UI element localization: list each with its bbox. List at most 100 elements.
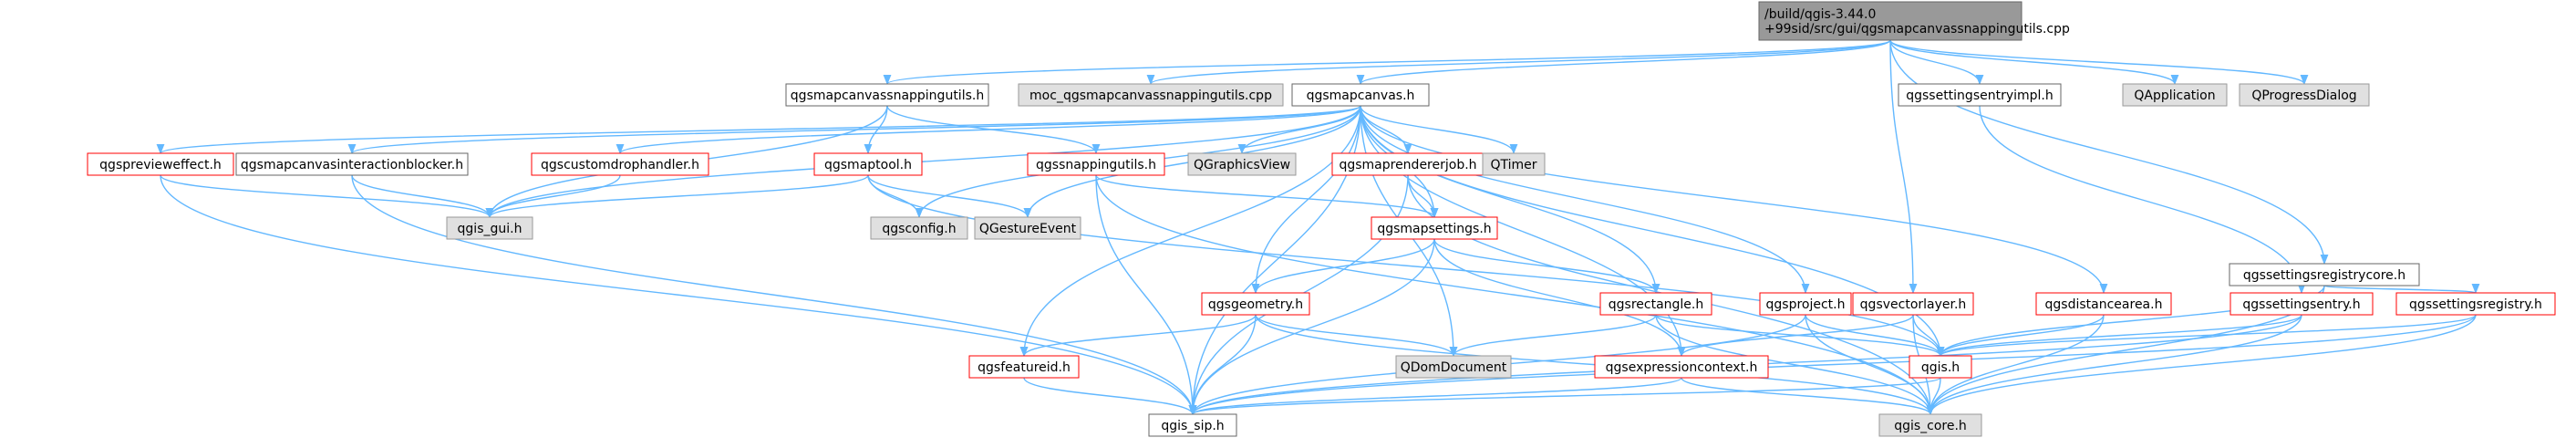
edge-snappingutils2_h-to-qgis_core_h xyxy=(1095,174,1935,416)
node-label: qgscustomdrophandler.h xyxy=(541,158,699,172)
node-project-h[interactable]: qgsproject.h xyxy=(1759,292,1852,316)
edge-root-to-settingsentryimpl_h xyxy=(1889,39,1984,86)
edge-geometry_h-to-featureid_h xyxy=(1019,314,1257,358)
edge-root-to-mapcanvas_h xyxy=(1356,39,1891,86)
node-label: qgis.h xyxy=(1921,360,1960,375)
node-mapsettings-h[interactable]: qgsmapsettings.h xyxy=(1371,216,1498,240)
node-previeweffect-h[interactable]: qgspreviewеffect.h xyxy=(87,152,234,176)
node-box xyxy=(2239,83,2370,107)
node-box xyxy=(1594,355,1769,379)
edge-geometry_h-to-qgis_sip_h xyxy=(1188,314,1257,416)
edge-mapsettings_h-to-expressioncontext_h xyxy=(1433,238,1686,358)
edge-customdrophandler_h-to-qgis_gui_h xyxy=(485,174,621,219)
edges-layer xyxy=(157,39,2480,416)
node-settingsentry-h[interactable]: qgssettingsentry.h xyxy=(2229,292,2374,316)
edge-mapsettings_h-to-geometry_h xyxy=(1251,238,1435,295)
edge-mapcanvas_h-to-qtimer xyxy=(1360,105,1518,155)
edge-rectangle_h-to-qdomdocument xyxy=(1449,314,1657,358)
node-box xyxy=(1759,292,1852,316)
node-box xyxy=(1187,152,1297,176)
edge-maptool_h-to-qgestureevent xyxy=(867,174,1032,219)
node-box xyxy=(235,152,469,176)
node-label: qgsexpressioncontext.h xyxy=(1606,360,1758,375)
node-label: +99sid/src/gui/qgsmapcanvassnappingutils… xyxy=(1764,22,2070,36)
node-expressioncontext-h[interactable]: qgsexpressioncontext.h xyxy=(1594,355,1769,379)
node-qtimer: QTimer xyxy=(1482,152,1546,176)
node-box xyxy=(1909,355,1972,379)
edge-snappingutils2_h-to-qgis_sip_h xyxy=(1095,174,1197,416)
node-settingsregistry-h[interactable]: qgssettingsregistry.h xyxy=(2395,292,2556,316)
node-interactionblocker-h[interactable]: qgsmapcanvasinteractionblocker.h xyxy=(235,152,469,176)
node-box xyxy=(2122,83,2228,107)
edge-root-to-moc_snappingutils xyxy=(1146,39,1891,86)
edge-mapsettings_h-to-rectangle_h xyxy=(1433,238,1660,295)
node-label: /build/qgis-3.44.0 xyxy=(1764,7,1876,22)
edge-mapcanvas_h-to-customdrophandler_h xyxy=(616,105,1361,155)
edge-maptool_h-to-qgsconfig_h xyxy=(867,174,924,219)
node-label: QApplication xyxy=(2134,89,2215,103)
node-qgsconfig-h: qgsconfig.h xyxy=(870,216,968,240)
node-box xyxy=(870,216,968,240)
node-root[interactable]: /build/qgis-3.44.0+99sid/src/gui/qgsmapc… xyxy=(1758,1,2070,41)
node-rectangle-h[interactable]: qgsrectangle.h xyxy=(1599,292,1712,316)
node-label: QDomDocument xyxy=(1401,360,1507,375)
edge-root-to-qprogressdialog xyxy=(1889,39,2309,86)
node-box xyxy=(1027,152,1165,176)
node-maptool-h[interactable]: qgsmaptool.h xyxy=(813,152,923,176)
node-box xyxy=(1148,413,1237,437)
edge-geometry_h-to-qgis_core_h xyxy=(1255,314,1935,416)
node-label: qgsmapcanvassnappingutils.h xyxy=(791,89,984,103)
edge-root-to-settingsregistrycore_h xyxy=(1889,39,2329,266)
node-label: qgsmapsettings.h xyxy=(1377,222,1491,236)
node-label: qgspreviewеffect.h xyxy=(99,158,222,172)
node-label: qgsmaprendererjob.h xyxy=(1339,158,1476,172)
node-box xyxy=(1331,152,1485,176)
node-maprendererjob-h[interactable]: qgsmaprendererjob.h xyxy=(1331,152,1485,176)
node-vectorlayer-h[interactable]: qgsvectorlayer.h xyxy=(1852,292,1974,316)
edge-settingsregistrycore_h-to-settingsregistry_h xyxy=(2323,283,2480,295)
node-label: QGraphicsView xyxy=(1194,158,1290,172)
node-mapcanvas-h[interactable]: qgsmapcanvas.h xyxy=(1291,83,1430,107)
node-customdrophandler-h[interactable]: qgscustomdrophandler.h xyxy=(531,152,709,176)
node-settingsentryimpl-h[interactable]: qgssettingsentryimpl.h xyxy=(1898,83,2062,107)
edge-root-to-vectorlayer_h xyxy=(1889,39,1918,295)
edge-mapcanvas_h-to-qgis_gui_h xyxy=(485,105,1361,219)
edge-previeweffect_h-to-qgis_gui_h xyxy=(160,174,494,219)
edge-settingsregistry_h-to-qgis_h xyxy=(1936,314,2477,358)
node-box xyxy=(1201,292,1310,316)
edge-root-to-qapplication xyxy=(1889,39,2179,86)
node-label: qgsfeatureid.h xyxy=(978,360,1071,375)
node-label: qgssettingsregistrycore.h xyxy=(2243,268,2405,283)
node-box xyxy=(1852,292,1974,316)
node-geometry-h[interactable]: qgsgeometry.h xyxy=(1201,292,1310,316)
edge-distancearea_h-to-qgis_core_h xyxy=(1926,314,2105,416)
node-box xyxy=(1018,83,1284,107)
node-distancearea-h[interactable]: qgsdistancearea.h xyxy=(2035,292,2172,316)
node-label: qgsmaptool.h xyxy=(824,158,912,172)
node-label: qgsproject.h xyxy=(1766,297,1846,312)
edge-snappingutils2_h-to-mapsettings_h xyxy=(1095,174,1439,219)
node-box xyxy=(2395,292,2556,316)
node-label: moc_qgsmapcanvassnappingutils.cpp xyxy=(1029,89,1272,103)
node-label: qgsmapcanvasinteractionblocker.h xyxy=(241,158,463,172)
node-snappingutils-h[interactable]: qgsmapcanvassnappingutils.h xyxy=(785,83,989,107)
edge-project_h-to-qgis_core_h xyxy=(1805,314,1935,416)
edge-featureid_h-to-qgis_sip_h xyxy=(1023,377,1197,416)
node-settingsregistrycore-h[interactable]: qgssettingsregistrycore.h xyxy=(2229,263,2420,287)
edge-rectangle_h-to-qgis_core_h xyxy=(1655,314,1935,416)
node-qgis-h[interactable]: qgis.h xyxy=(1909,355,1972,379)
node-box xyxy=(785,83,989,107)
node-qgis-core-h: qgis_core.h xyxy=(1878,413,1982,437)
node-qprogressdialog: QProgressDialog xyxy=(2239,83,2370,107)
node-qgis-sip-h[interactable]: qgis_sip.h xyxy=(1148,413,1237,437)
node-snappingutils2-h[interactable]: qgssnappingutils.h xyxy=(1027,152,1165,176)
node-box xyxy=(1395,355,1512,379)
node-featureid-h[interactable]: qgsfeatureid.h xyxy=(968,355,1080,379)
edge-mapcanvas_h-to-previeweffect_h xyxy=(157,105,1361,155)
edge-root-to-snappingutils_h xyxy=(883,39,1891,86)
edge-geometry_h-to-qdomdocument xyxy=(1255,314,1458,358)
edge-mapcanvas_h-to-qgraphicsview xyxy=(1237,105,1361,155)
edge-mapcanvas_h-to-distancearea_h xyxy=(1360,105,2108,295)
node-box xyxy=(1878,413,1982,437)
